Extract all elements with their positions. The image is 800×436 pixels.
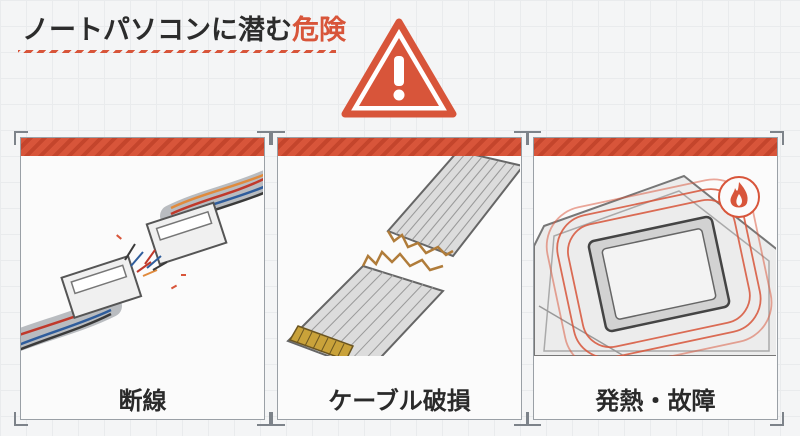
frame-corner [770,412,784,426]
panel-overheating: 発熱・故障 [527,131,784,426]
panel-label: 発熱・故障 [595,387,716,415]
warning-triangle-icon [341,18,457,118]
torn-ribbon-cable-icon [286,156,520,356]
frame-corner [271,412,285,426]
broken-connector-icon [21,170,263,351]
panel-label: 断線 [118,387,167,415]
frame-corner [257,412,271,426]
page-title: ノートパソコンに潜む危険 [22,8,346,47]
frame-corner [514,412,528,426]
panel-label: ケーブル破損 [328,387,471,415]
frame-corner [527,131,541,145]
frame-corner [514,131,528,145]
title-underline [18,50,336,53]
panel-hazard-bar [278,138,521,156]
frame-corner [14,412,28,426]
title-main: ノートパソコンに潜む [22,15,292,46]
panel-disconnection: 断線 [14,131,271,426]
title-accent: 危険 [292,15,346,46]
frame-corner [527,412,541,426]
panel-cable-damage: ケーブル破損 [271,131,528,426]
panel-hazard-bar [534,138,777,156]
frame-corner [770,131,784,145]
frame-corner [14,131,28,145]
overheating-chip-icon [534,174,776,356]
frame-corner [271,131,285,145]
panel-hazard-bar [21,138,264,156]
flame-icon [718,176,760,218]
frame-corner [257,131,271,145]
